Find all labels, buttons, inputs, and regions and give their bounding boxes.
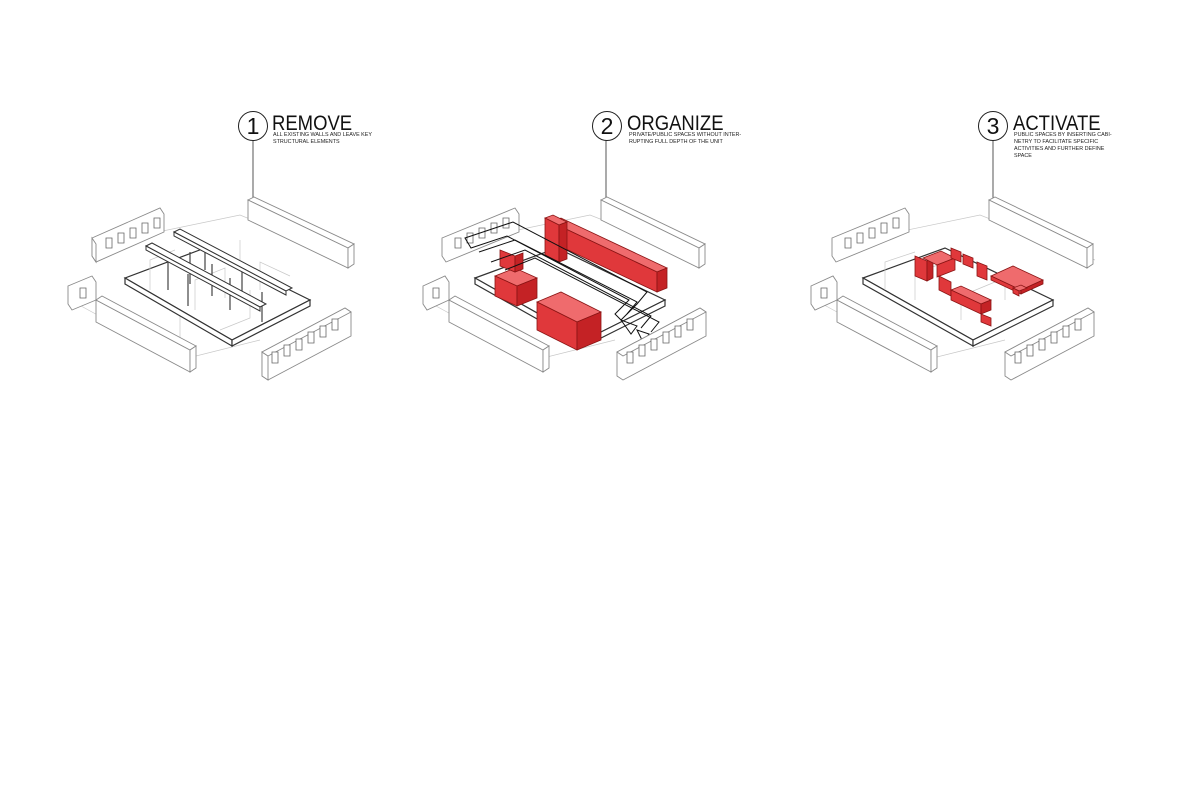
step-1-front-left-wall — [68, 276, 196, 372]
step-3-back-left-wall — [832, 208, 909, 262]
step-3-description: PUBLIC SPACES BY INSERTING CABI- NETRY T… — [1014, 132, 1112, 159]
step-2-number-circle: 2 — [592, 111, 622, 141]
step-3-panel: 3 ACTIVATE PUBLIC SPACES BY INSERTING CA… — [765, 0, 1165, 800]
step-3-title: ACTIVATE — [1013, 112, 1101, 135]
step-1-back-left-wall — [92, 208, 164, 262]
step-1-number-circle: 1 — [238, 111, 268, 141]
step-1-description: ALL EXISTING WALLS AND LEAVE KEY STRUCTU… — [273, 132, 372, 145]
step-1-front-right-wall — [262, 308, 351, 380]
step-2-front-left-wall — [423, 276, 549, 372]
step-2-back-right-wall — [601, 197, 705, 268]
step-3-number-circle: 3 — [978, 111, 1008, 141]
step-1-floor-slab — [125, 248, 310, 346]
step-2-private-block-front — [537, 292, 601, 350]
step-2-private-block-left — [495, 268, 537, 306]
step-1-axonometric-diagram — [0, 0, 400, 420]
step-3-front-left-wall — [811, 276, 937, 372]
step-2-front-right-wall — [617, 308, 706, 380]
step-1-structural-beams — [146, 229, 292, 311]
step-3-back-right-wall — [989, 197, 1093, 268]
step-3-front-right-wall — [1005, 308, 1094, 380]
step-2-circulation-arrows — [465, 222, 659, 342]
step-2-panel: 2 ORGANIZE PRIVATE/PUBLIC SPACES WITHOUT… — [375, 0, 775, 800]
step-3-axonometric-diagram — [765, 0, 1165, 420]
step-1-back-right-wall — [248, 197, 354, 268]
step-2-description: PRIVATE/PUBLIC SPACES WITHOUT INTER- RUP… — [629, 132, 742, 145]
step-1-panel: 1 REMOVE ALL EXISTING WALLS AND LEAVE KE… — [0, 0, 400, 800]
step-3-cabinetry — [915, 248, 1043, 326]
step-2-axonometric-diagram — [375, 0, 775, 420]
step-2-title: ORGANIZE — [627, 112, 724, 135]
step-2-private-block-small — [500, 250, 523, 272]
step-1-title: REMOVE — [272, 112, 353, 135]
step-2-private-block-tall — [545, 215, 567, 262]
